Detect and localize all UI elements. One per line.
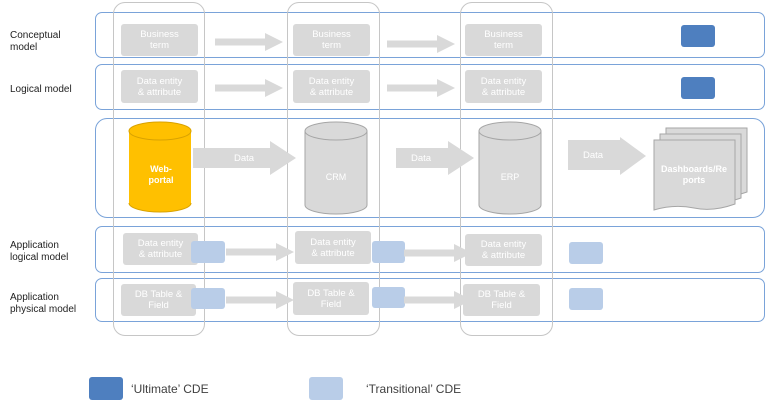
legend-ultimate-label: ‘Ultimate’ CDE bbox=[131, 382, 209, 396]
logical-box-2: Data entity & attribute bbox=[293, 70, 370, 103]
conceptual-box-1: Business term bbox=[121, 24, 198, 56]
app-logical-transitional-cde-marker-1 bbox=[191, 241, 225, 263]
app-physical-transitional-cde-marker-3 bbox=[569, 288, 603, 310]
row-label-logical-model: Logical model bbox=[10, 84, 72, 95]
app-physical-box-2: DB Table & Field bbox=[293, 282, 369, 315]
app-physical-transitional-cde-marker-1 bbox=[191, 288, 225, 309]
row-label-application-physical-model: Application physical model bbox=[10, 292, 77, 315]
conceptual-ultimate-cde-marker bbox=[681, 25, 715, 47]
app-logical-box-2: Data entity & attribute bbox=[295, 231, 371, 264]
lane-application-logical-model bbox=[95, 226, 765, 273]
row-label-application-logical-model: Application logical model bbox=[10, 240, 69, 263]
lane-logical-model bbox=[95, 64, 765, 110]
lane-conceptual-model bbox=[95, 12, 765, 58]
app-physical-transitional-cde-marker-2 bbox=[372, 287, 405, 308]
app-physical-box-3: DB Table & Field bbox=[463, 284, 540, 316]
app-logical-transitional-cde-marker-2 bbox=[372, 241, 405, 263]
app-logical-box-1: Data entity & attribute bbox=[123, 233, 198, 265]
row-label-conceptual-model: Conceptual model bbox=[10, 30, 61, 53]
app-logical-box-3: Data entity & attribute bbox=[465, 234, 542, 266]
logical-ultimate-cde-marker bbox=[681, 77, 715, 99]
app-logical-transitional-cde-marker-3 bbox=[569, 242, 603, 264]
legend-ultimate-swatch bbox=[89, 377, 123, 400]
lane-systems bbox=[95, 118, 765, 218]
lane-application-physical-model bbox=[95, 278, 765, 322]
app-physical-box-1: DB Table & Field bbox=[121, 284, 196, 316]
logical-box-3: Data entity & attribute bbox=[465, 70, 542, 103]
logical-box-1: Data entity & attribute bbox=[121, 70, 198, 103]
legend-transitional-label: ‘Transitional’ CDE bbox=[366, 382, 462, 396]
conceptual-box-2: Business term bbox=[293, 24, 370, 56]
conceptual-box-3: Business term bbox=[465, 24, 542, 56]
legend-transitional-swatch bbox=[309, 377, 343, 400]
